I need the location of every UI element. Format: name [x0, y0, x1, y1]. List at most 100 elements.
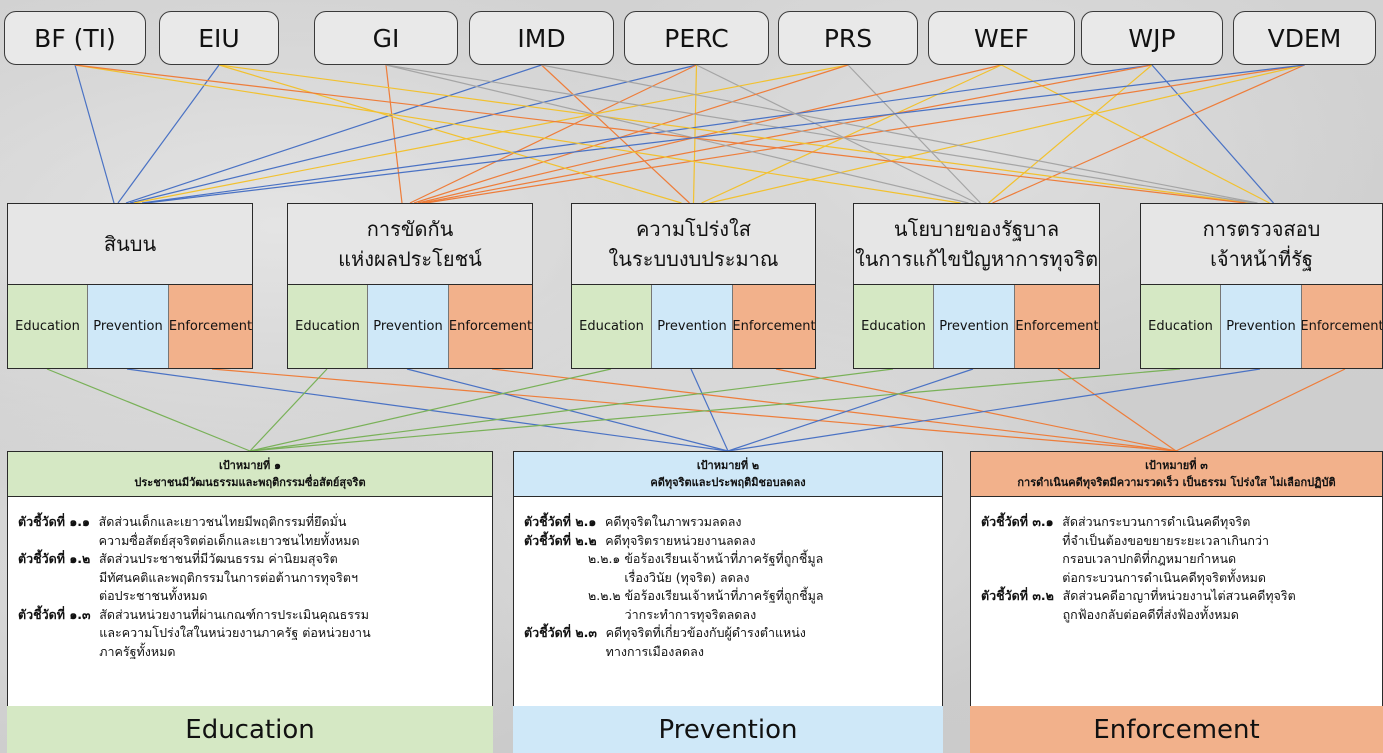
- pillar-prevention: Prevention: [88, 285, 169, 368]
- connector-line: [249, 368, 612, 452]
- connector-line: [709, 64, 1305, 204]
- pillar-prevention: Prevention: [652, 285, 733, 368]
- connector-line: [218, 64, 1250, 204]
- connector-line: [847, 64, 981, 204]
- connector-line: [992, 64, 1305, 204]
- goal-header: เป้าหมายที่ ๓ การดำเนินคดีทุจริตมีความรว…: [970, 451, 1383, 497]
- indicator-text: สัดส่วนกระบวนการดำเนินคดีทุจริต ที่จำเป็…: [1062, 514, 1270, 585]
- pillar-enforcement: Enforcement: [733, 285, 815, 368]
- category-title-line: นโยบายของรัฐบาล: [893, 217, 1060, 241]
- connector-line: [727, 368, 1261, 452]
- indicator-label: ตัวชี้วัดที่ ๑.๒: [18, 551, 99, 566]
- pillar-prevention: Prevention: [934, 285, 1015, 368]
- category-title-line: การขัดกัน: [366, 217, 454, 241]
- category-title-line: เจ้าหน้าที่รัฐ: [1210, 247, 1313, 271]
- connector-line: [541, 64, 690, 204]
- pillar-education: Education: [854, 285, 934, 368]
- connector-line: [491, 368, 1177, 452]
- indicator-text: สัดส่วนเด็กและเยาวชนไทยมีพฤติกรรมที่ยึดม…: [98, 514, 360, 548]
- indicator-label: ตัวชี้วัดที่ ๒.๓: [524, 625, 606, 640]
- connector-line: [385, 64, 403, 204]
- pillar-prevention: Prevention: [368, 285, 449, 368]
- indicator-label: ตัวชี้วัดที่ ๒.๒: [524, 532, 606, 548]
- connector-line: [126, 368, 729, 452]
- connector-line: [385, 64, 969, 204]
- indicator-text: สัดส่วนคดีอาญาที่หน่วยงานไต่สวนคดีทุจริต…: [1062, 588, 1296, 622]
- goal-header: เป้าหมายที่ ๑ ประชาชนมีวัฒนธรรมและพฤติกร…: [7, 451, 493, 497]
- indicator-text: สัดส่วนประชาชนที่มีวัฒนธรรม ค่านิยมสุจริ…: [98, 551, 358, 603]
- goal-footer: Education: [7, 706, 493, 753]
- connector-line: [133, 64, 849, 204]
- category-title-line: ในระบบงบประมาณ: [608, 247, 779, 271]
- pillar-enforcement: Enforcement: [1015, 285, 1099, 368]
- goal-header: เป้าหมายที่ ๒ คดีทุจริตและประพฤติมิชอบลด…: [513, 451, 943, 497]
- pillar-education: Education: [1141, 285, 1221, 368]
- indicator-text: คดีทุจริตรายหน่วยงานลดลง: [605, 532, 756, 548]
- connector-line: [1001, 64, 1270, 204]
- indicator-text: คดีทุจริตในภาพรวมลดลง: [604, 514, 742, 529]
- connector-line: [701, 64, 1002, 204]
- pillar-education: Education: [288, 285, 368, 368]
- source-box-wef: WEF: [928, 11, 1075, 65]
- pillar-enforcement: Enforcement: [449, 285, 532, 368]
- connector-line: [211, 368, 1177, 452]
- connector-line: [385, 64, 1254, 204]
- goal-footer: Enforcement: [970, 706, 1383, 753]
- category-title: สินบน: [7, 203, 253, 285]
- connector-line: [129, 64, 697, 204]
- connector-line: [46, 368, 251, 452]
- source-box-bf-ti: BF (TI): [4, 11, 146, 65]
- pillar-education: Education: [8, 285, 88, 368]
- category-title-line: การตรวจสอบ: [1202, 217, 1321, 241]
- source-box-gi: GI: [314, 11, 458, 65]
- connector-line: [249, 368, 328, 452]
- connector-line: [727, 368, 974, 452]
- connector-line: [74, 64, 1246, 204]
- connector-line: [218, 64, 682, 204]
- connector-line: [421, 64, 1153, 204]
- goal-indicators: ตัวชี้วัดที่ ๑.๑ สัดส่วนเด็กและเยาวชนไทย…: [7, 497, 493, 746]
- indicator-text: สัดส่วนหน่วยงานที่ผ่านเกณฑ์การประเมินคุณ…: [99, 606, 371, 659]
- pillar-enforcement: Enforcement: [169, 285, 252, 368]
- connector-line: [1175, 368, 1346, 452]
- connector-line: [696, 64, 977, 204]
- goal-title: เป้าหมายที่ ๓: [1145, 459, 1208, 472]
- goal-indicators: ตัวชี้วัดที่ ๒.๑ คดีทุจริตในภาพรวมลดลงตั…: [513, 497, 943, 746]
- source-box-prs: PRS: [778, 11, 918, 65]
- category-box-4: นโยบายของรัฐบาลในการแก้ไขปัญหาการทุจริต E…: [853, 203, 1100, 369]
- pillar-prevention: Prevention: [1221, 285, 1302, 368]
- connector-line: [145, 64, 1305, 204]
- goal-subtitle: คดีทุจริตและประพฤติมิชอบลดลง: [650, 476, 806, 489]
- source-box-eiu: EIU: [159, 11, 279, 65]
- goal-title: เป้าหมายที่ ๑: [218, 459, 282, 472]
- connector-line: [117, 64, 220, 204]
- connector-line: [1057, 368, 1177, 452]
- connector-line: [74, 64, 961, 204]
- pillar-education: Education: [572, 285, 652, 368]
- connector-line: [541, 64, 1258, 204]
- connector-line: [74, 64, 115, 204]
- connector-line: [692, 64, 698, 204]
- connector-line: [249, 368, 894, 452]
- connector-line: [249, 368, 1181, 452]
- indicator-label: ตัวชี้วัดที่ ๑.๓: [18, 606, 100, 622]
- indicator-label: ตัวชี้วัดที่ ๒.๑: [524, 514, 605, 529]
- goal-footer: Prevention: [513, 706, 943, 753]
- source-box-perc: PERC: [624, 11, 769, 65]
- indicator-label: ตัวชี้วัดที่ ๑.๑: [18, 514, 99, 529]
- connector-line: [125, 64, 542, 204]
- goal-title: เป้าหมายที่ ๒: [696, 459, 760, 472]
- source-box-imd: IMD: [469, 11, 614, 65]
- source-box-vdem: VDEM: [1233, 11, 1376, 65]
- category-title: ความโปร่งใสในระบบงบประมาณ: [571, 203, 816, 285]
- category-title-line: ในการแก้ไขปัญหาการทุจริต: [854, 247, 1099, 271]
- goal-subtitle: ประชาชนมีวัฒนธรรมและพฤติกรรมซื่อสัตย์สุจ…: [134, 476, 366, 489]
